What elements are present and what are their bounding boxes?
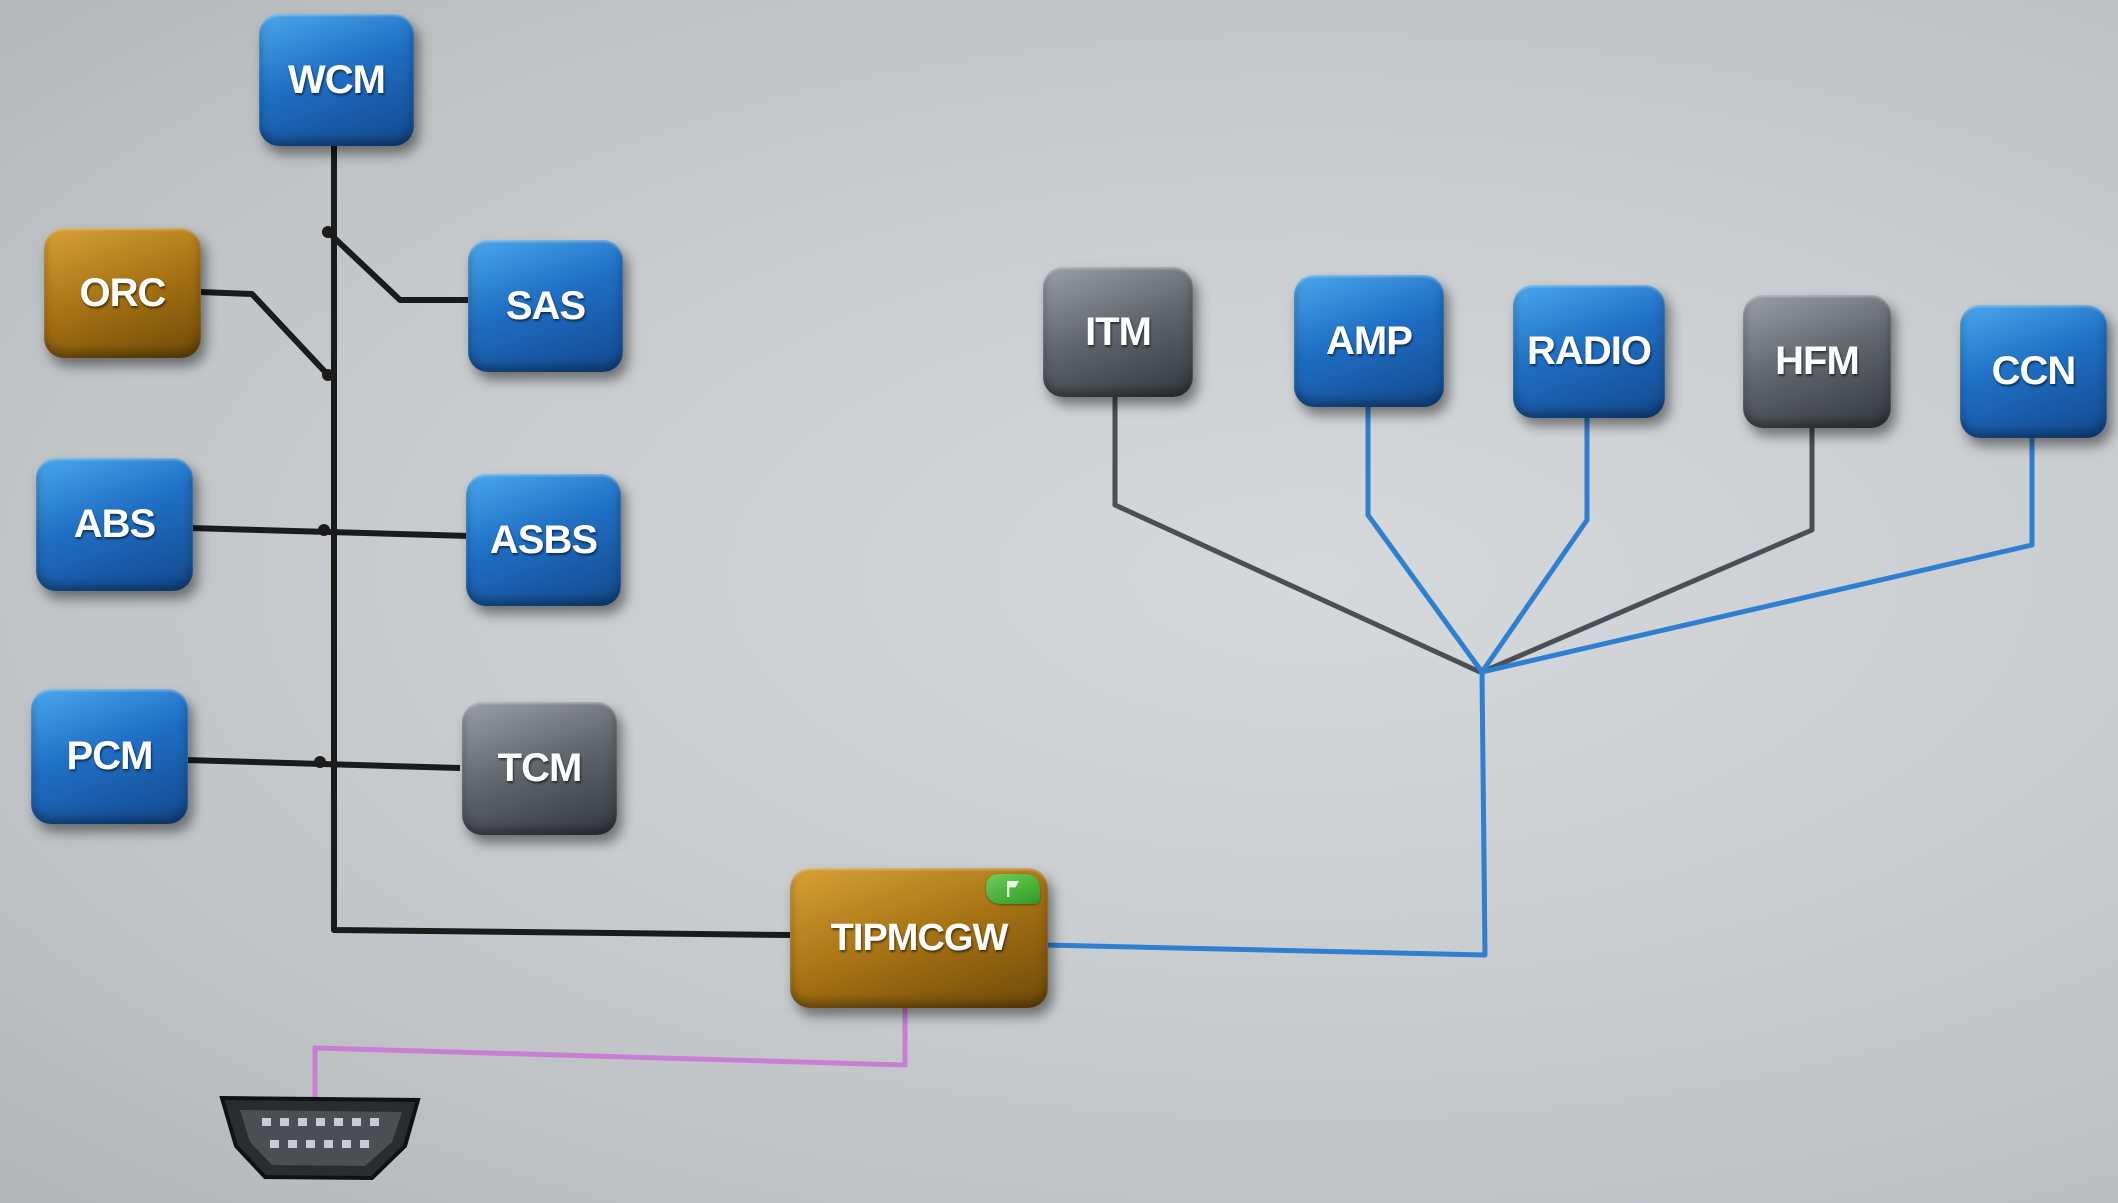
- module-label: ABS: [73, 502, 156, 546]
- module-label: RADIO: [1527, 329, 1652, 373]
- module-itm[interactable]: ITM: [1043, 267, 1193, 397]
- module-tcm[interactable]: TCM: [462, 702, 617, 835]
- amp-link-line: [1365, 405, 1485, 674]
- left-backbone-line: [331, 145, 791, 938]
- ccn-link-line: [1481, 432, 2035, 675]
- bus-junction-dot: [322, 369, 334, 381]
- module-label: TCM: [497, 746, 583, 790]
- sas-branch-line: [325, 229, 470, 303]
- left-bus-lines: [184, 145, 791, 938]
- bus-junction-dot: [318, 524, 330, 536]
- flag-glyph: [1007, 881, 1019, 897]
- module-label: HFM: [1775, 339, 1860, 383]
- module-label: TIPMCGW: [830, 916, 1009, 959]
- module-orc[interactable]: ORC: [44, 228, 201, 358]
- module-amp[interactable]: AMP: [1294, 275, 1444, 407]
- orc-branch-line: [199, 289, 331, 378]
- radio-link-line: [1479, 415, 1590, 674]
- module-pcm[interactable]: PCM: [31, 689, 188, 824]
- module-wcm[interactable]: WCM: [259, 14, 414, 146]
- module-label: WCM: [288, 57, 386, 102]
- flag-icon: [986, 874, 1040, 904]
- module-abs[interactable]: ABS: [36, 458, 193, 591]
- module-radio[interactable]: RADIO: [1513, 285, 1665, 418]
- itm-link-line: [1112, 395, 1482, 675]
- blue-bus-lines: [1044, 405, 2035, 958]
- module-tipmcgw[interactable]: TIPMCGW: [790, 868, 1048, 1008]
- diagnostic-link-line: [312, 1005, 908, 1100]
- module-label: ORC: [79, 270, 167, 315]
- module-label: SAS: [505, 283, 586, 328]
- gray-bus-lines: [1112, 395, 1815, 675]
- module-label: AMP: [1326, 318, 1413, 363]
- hfm-link-line: [1481, 425, 1815, 675]
- module-label: ITM: [1085, 309, 1152, 354]
- module-label: ASBS: [489, 517, 598, 562]
- module-hfm[interactable]: HFM: [1743, 295, 1891, 428]
- module-label: PCM: [66, 734, 154, 778]
- bus-junction-dot: [314, 756, 326, 768]
- module-sas[interactable]: SAS: [468, 240, 623, 372]
- tipmcgw-blue-link-line: [1044, 671, 1488, 958]
- bus-junction-dot: [322, 226, 334, 238]
- module-label: CCN: [1991, 349, 2077, 393]
- obd-connector-icon: [219, 1095, 421, 1181]
- abs-asbs-line: [189, 525, 471, 539]
- module-asbs[interactable]: ASBS: [466, 474, 621, 606]
- module-ccn[interactable]: CCN: [1960, 305, 2107, 438]
